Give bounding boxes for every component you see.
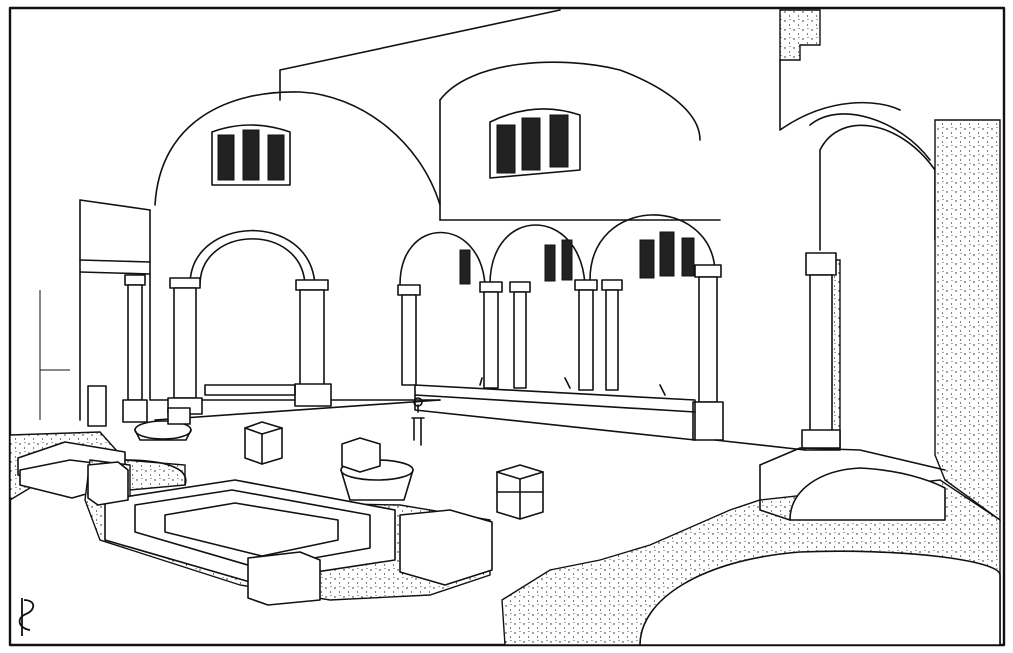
fountain-center bbox=[340, 437, 414, 501]
column bbox=[509, 281, 531, 389]
column bbox=[809, 274, 833, 434]
floor bbox=[154, 399, 806, 451]
column bbox=[479, 281, 503, 389]
clerestory-window-right bbox=[489, 108, 581, 179]
arcade-window bbox=[459, 231, 695, 285]
right-pier bbox=[779, 9, 1001, 522]
artist-monogram bbox=[18, 598, 35, 636]
doorway bbox=[87, 385, 107, 427]
column bbox=[601, 279, 623, 391]
stone-block bbox=[244, 421, 283, 465]
statue-small bbox=[479, 377, 666, 396]
column bbox=[294, 279, 332, 407]
column bbox=[167, 277, 203, 415]
pool-center bbox=[84, 459, 493, 606]
column bbox=[122, 274, 148, 423]
left-arcade bbox=[122, 229, 332, 423]
column bbox=[574, 279, 598, 391]
stone-block bbox=[496, 464, 544, 520]
back-wall bbox=[149, 9, 721, 401]
right-arcade bbox=[397, 214, 724, 441]
fountain-left bbox=[134, 407, 192, 441]
column bbox=[397, 284, 421, 386]
left-wall bbox=[39, 199, 151, 427]
pool-right bbox=[501, 447, 1001, 646]
clerestory-window-left bbox=[211, 124, 291, 186]
column-capital bbox=[805, 252, 837, 276]
column bbox=[692, 264, 724, 441]
statue bbox=[411, 397, 425, 446]
